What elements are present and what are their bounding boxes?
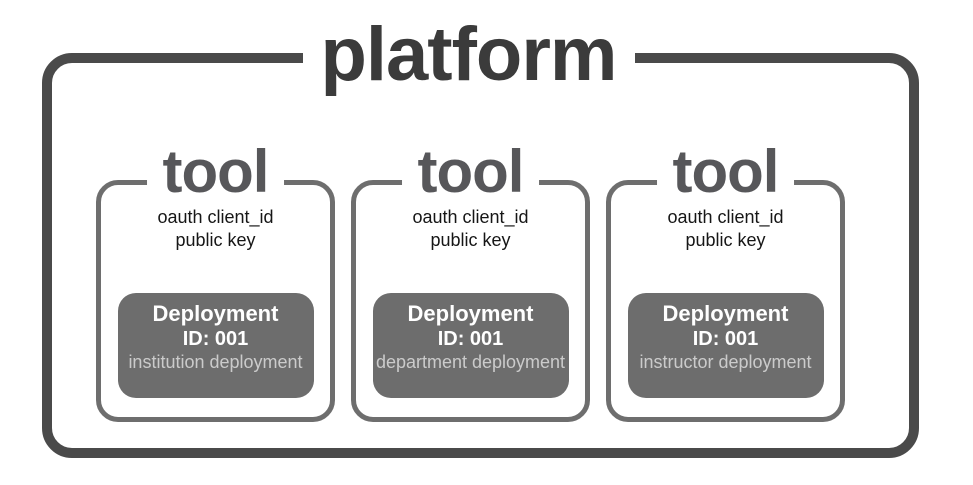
tool-credentials-3: oauth client_id public key — [611, 206, 840, 252]
oauth-client-id-text: oauth client_id — [667, 207, 784, 227]
public-key-text: public key — [685, 230, 766, 250]
tool-label-1: tool — [146, 142, 285, 202]
deployment-subtitle: department deployment — [375, 352, 566, 372]
deployment-title: Deployment — [407, 301, 534, 326]
deployment-subtitle: instructor deployment — [639, 352, 812, 372]
tool-label-2: tool — [401, 142, 540, 202]
tool-label-3: tool — [656, 142, 795, 202]
deployment-title: Deployment — [662, 301, 789, 326]
deployment-box-2: Deployment ID: 001 department deployment — [372, 293, 569, 398]
tool-box-1: tool oauth client_id public key Deployme… — [96, 142, 335, 422]
platform-label: platform — [302, 17, 635, 93]
tool-credentials-2: oauth client_id public key — [356, 206, 585, 252]
deployment-id: ID: 001 — [182, 328, 249, 350]
tool-box-3: tool oauth client_id public key Deployme… — [606, 142, 845, 422]
deployment-subtitle: institution deployment — [128, 352, 303, 372]
tool-credentials-1: oauth client_id public key — [101, 206, 330, 252]
deployment-id: ID: 001 — [437, 328, 504, 350]
oauth-client-id-text: oauth client_id — [157, 207, 274, 227]
platform-box: platform tool oauth client_id public key… — [42, 17, 919, 458]
public-key-text: public key — [430, 230, 511, 250]
public-key-text: public key — [175, 230, 256, 250]
deployment-box-1: Deployment ID: 001 institution deploymen… — [117, 293, 314, 398]
deployment-box-3: Deployment ID: 001 instructor deployment — [627, 293, 824, 398]
oauth-client-id-text: oauth client_id — [412, 207, 529, 227]
tool-box-2: tool oauth client_id public key Deployme… — [351, 142, 590, 422]
deployment-title: Deployment — [152, 301, 279, 326]
deployment-id: ID: 001 — [692, 328, 759, 350]
